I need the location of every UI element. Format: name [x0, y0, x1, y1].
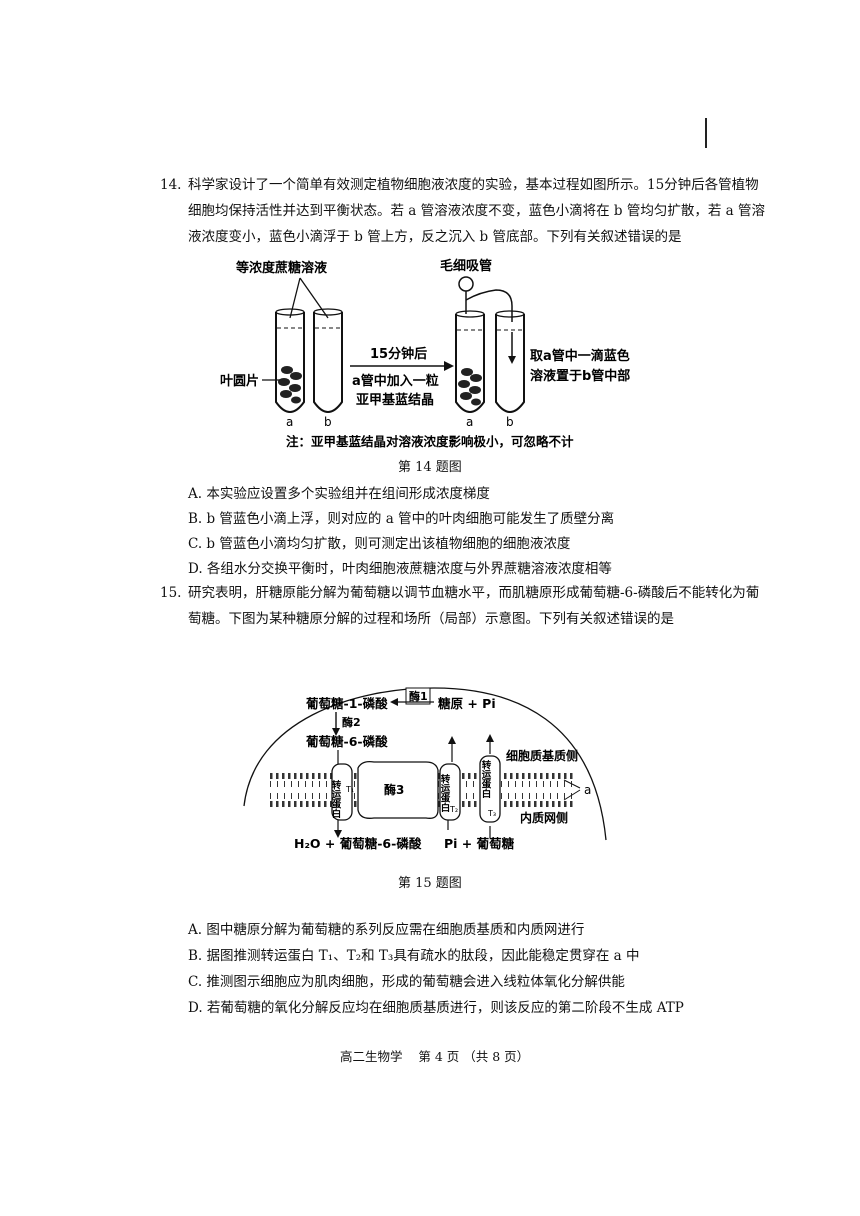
page-footer: 高二生物学 第 4 页 （共 8 页）	[340, 1049, 530, 1064]
process-label-time: 15分钟后	[370, 346, 427, 362]
figure-note: 注：亚甲基蓝结晶对溶液浓度影响极小，可忽略不计	[286, 434, 574, 449]
g1p-label: 葡萄糖-1-磷酸	[305, 696, 388, 711]
cytosol-side-label: 细胞质基质侧	[506, 748, 578, 763]
leaf-disc-label: 叶圆片	[220, 373, 259, 389]
tube-a-left	[275, 308, 305, 413]
transporter-t1: 转运蛋白 T₁	[330, 763, 354, 821]
capillary-pipette	[458, 276, 513, 322]
sucrose-label: 等浓度蔗糖溶液	[235, 260, 327, 276]
page-edge-mark	[705, 118, 707, 148]
tube-a-label-right: a	[466, 415, 473, 429]
q14-text-line3: 液浓度变小，蓝色小滴浮于 b 管上方，反之沉入 b 管底部。下列有关叙述错误的是	[188, 229, 682, 245]
g6p-label-top: 葡萄糖-6-磷酸	[305, 734, 388, 749]
tube-b-left	[313, 308, 343, 413]
q14-figure: 等浓度蔗糖溶液 叶圆片 a b 15分钟后 a管中加入一粒 亚甲基蓝结晶 毛细吸…	[220, 258, 630, 449]
t2-sub: T₂	[449, 805, 458, 814]
process-label-add: a管中加入一粒	[352, 373, 439, 389]
process-label-crystal: 亚甲基蓝结晶	[356, 392, 434, 408]
t2-text: 转运蛋白	[439, 773, 451, 813]
glycogen-pi-label: 糖原 + Pi	[438, 696, 496, 711]
t1-text: 转运蛋白	[330, 779, 342, 819]
q14-text-line2: 细胞均保持活性并达到平衡状态。若 a 管溶液浓度不变，蓝色小滴将在 b 管均匀扩…	[188, 203, 765, 219]
capillary-label: 毛细吸管	[440, 258, 492, 274]
q15-option-c: C. 推测图示细胞应为肌肉细胞，形成的葡萄糖会进入线粒体氧化分解供能	[188, 974, 625, 990]
right-note-line1: 取a管中一滴蓝色	[530, 348, 630, 364]
q15-option-a: A. 图中糖原分解为葡萄糖的系列反应需在细胞质基质和内质网进行	[188, 922, 585, 938]
q14-option-d: D. 各组水分交换平衡时，叶肉细胞液蔗糖浓度与外界蔗糖溶液浓度相等	[188, 561, 612, 577]
q14-caption: 第 14 题图	[398, 460, 462, 475]
enzyme1-box	[405, 687, 431, 705]
membrane-a-label: a	[584, 783, 591, 797]
q15-text-line2: 萄糖。下图为某种糖原分解的过程和场所（局部）示意图。下列有关叙述错误的是	[188, 611, 674, 627]
q15-caption: 第 15 题图	[398, 876, 462, 891]
q15-option-d: D. 若葡萄糖的氧化分解反应均在细胞质基质进行，则该反应的第二阶段不生成 ATP	[188, 1000, 684, 1016]
bottom-right-label: Pi + 葡萄糖	[444, 836, 515, 851]
cell-outline	[243, 687, 607, 841]
q14-option-b: B. b 管蓝色小滴上浮，则对应的 a 管中的叶肉细胞可能发生了质壁分离	[188, 511, 615, 527]
tube-b-label-right: b	[506, 415, 514, 429]
er-side-label: 内质网侧	[520, 810, 568, 825]
transporter-t2: 转运蛋白 T₂	[439, 763, 461, 821]
q14-option-a: A. 本实验应设置多个实验组并在组间形成浓度梯度	[188, 486, 490, 502]
q15-text-line1: 研究表明，肝糖原能分解为葡萄糖以调节血糖水平，而肌糖原形成葡萄糖-6-磷酸后不能…	[188, 585, 760, 601]
tube-b-label-left: b	[324, 415, 332, 429]
bottom-left-label: H₂O + 葡萄糖-6-磷酸	[294, 836, 422, 851]
t3-text: 转运蛋白	[480, 759, 492, 799]
t3-sub: T₃	[487, 809, 496, 818]
q14-option-c: C. b 管蓝色小滴均匀扩散，则可测定出该植物细胞的细胞液浓度	[188, 536, 571, 552]
q14-text-line1: 科学家设计了一个简单有效测定植物细胞液浓度的实验，基本过程如图所示。15分钟后各…	[188, 177, 759, 193]
t1-sub: T₁	[345, 785, 354, 794]
q15-figure: 葡萄糖-1-磷酸 酶1 糖原 + Pi 酶2 葡萄糖-6-磷酸 转运蛋白 T₁ …	[243, 687, 607, 851]
q14-number: 14.	[160, 177, 182, 193]
enzyme2-label: 酶2	[342, 715, 361, 729]
tube-a-label-left: a	[286, 415, 293, 429]
enzyme3-label: 酶3	[384, 782, 404, 797]
right-note-line2: 溶液置于b管中部	[530, 368, 630, 384]
enzyme3: 酶3	[357, 760, 439, 819]
tube-a-right	[455, 310, 485, 413]
tube-b-right	[495, 310, 525, 413]
q15-option-b: B. 据图推测转运蛋白 T₁、T₂和 T₃具有疏水的肽段，因此能稳定贯穿在 a …	[188, 948, 640, 964]
enzyme1-label: 酶1	[409, 689, 428, 703]
q15-number: 15.	[160, 585, 182, 601]
transporter-t3: 转运蛋白 T₃	[479, 755, 501, 823]
